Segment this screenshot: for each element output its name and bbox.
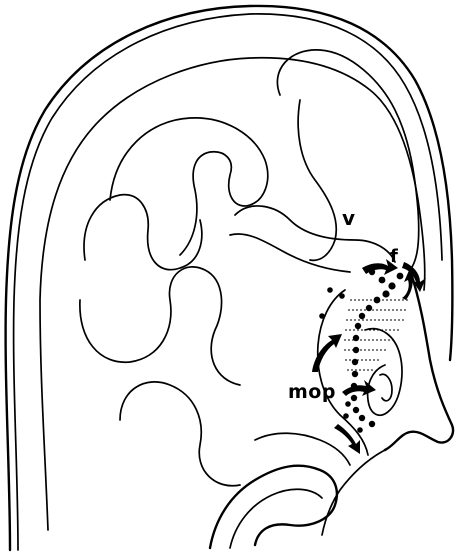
brain-fold-middle [84,195,202,270]
arrow-middle-left [312,334,342,372]
ventricle-outline [235,206,395,262]
mandible-outline [210,466,337,548]
arrow-mop [342,380,376,396]
brain-fold-lower [80,267,240,385]
ventricle-outline-lower [230,234,350,272]
inner-head-outline [14,14,442,550]
label-f: f [390,246,398,267]
mandible-inner [230,489,322,548]
face-outline [385,270,453,450]
label-mop: mop [288,381,336,403]
oral-cavity [255,433,350,465]
snout-lower [322,450,385,535]
brain-outline [40,58,425,530]
outer-head-outline [6,6,453,550]
label-v: v [342,206,355,230]
arrow-f-right [402,262,426,292]
brain-fold-temporal [120,382,240,486]
nasal-cavity-inner [380,374,392,400]
brain-fold-frontal-inner [298,100,336,260]
frontal-lobe-outline [277,50,418,270]
nasal-pit-outline [365,329,402,415]
